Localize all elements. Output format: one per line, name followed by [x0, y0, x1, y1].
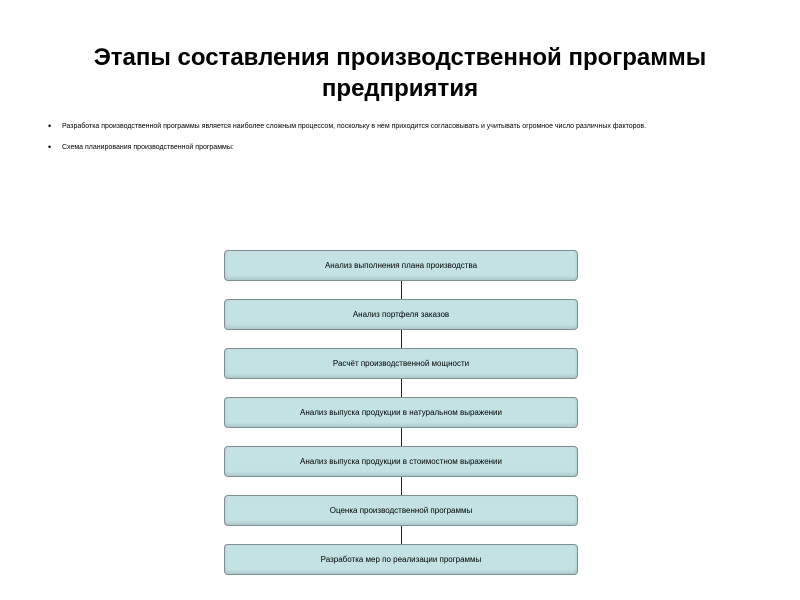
bullet-item-2: Схема планирования производственной прог…: [48, 143, 768, 152]
flow-step-implementation-measures: Разработка мер по реализации программы: [224, 544, 578, 575]
flow-step-output-physical: Анализ выпуска продукции в натуральном в…: [224, 397, 578, 428]
flow-connector: [400, 526, 402, 544]
flow-connector: [400, 477, 402, 495]
flow-connector: [400, 281, 402, 299]
flow-step-order-portfolio: Анализ портфеля заказов: [224, 299, 578, 330]
flow-connector: [400, 379, 402, 397]
slide-title: Этапы составления производственной прогр…: [93, 44, 707, 102]
flow-step-output-value: Анализ выпуска продукции в стоимостном в…: [224, 446, 578, 477]
flow-step-capacity-calculation: Расчёт производственной мощности: [224, 348, 578, 379]
planning-flowchart: Анализ выполнения плана производства Ана…: [224, 250, 578, 575]
bullet-list: Разработка производственной программы яв…: [48, 122, 768, 164]
flow-step-plan-analysis: Анализ выполнения плана производства: [224, 250, 578, 281]
flow-connector: [400, 330, 402, 348]
flow-step-program-evaluation: Оценка производственной программы: [224, 495, 578, 526]
bullet-item-1: Разработка производственной программы яв…: [48, 122, 768, 131]
flow-connector: [400, 428, 402, 446]
